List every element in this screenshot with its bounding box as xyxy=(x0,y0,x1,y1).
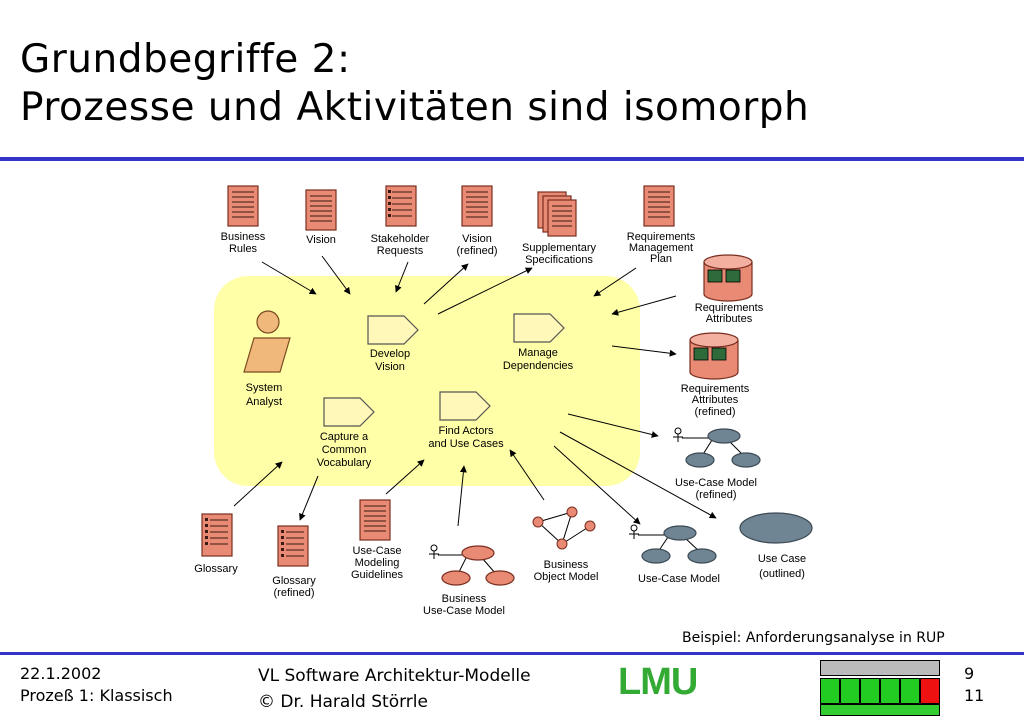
arrow-business-rules xyxy=(261,261,317,295)
business-rules-doc-icon xyxy=(227,185,259,227)
progress-cell xyxy=(820,678,840,704)
footer-author: © Dr. Harald Störrle xyxy=(258,692,428,712)
title-line-1: Grundbegriffe 2: xyxy=(20,37,351,82)
arrow-vision-refined xyxy=(423,263,469,305)
requirements-attributes-db-icon xyxy=(703,254,753,302)
vision-refined-doc-icon xyxy=(461,185,493,227)
lmu-logo: LMU xyxy=(618,661,698,703)
progress-indicator xyxy=(820,660,940,716)
requirements-management-plan-doc-icon xyxy=(643,185,675,227)
footer-course: VL Software Architektur-Modelle xyxy=(258,666,531,686)
arrow-req-mgmt-plan xyxy=(593,267,637,297)
requirements-attributes-refined-db-icon xyxy=(689,332,739,380)
find-actors-activity-icon xyxy=(439,391,491,421)
label-use-case-model: Use-Case Model xyxy=(638,573,720,585)
business-use-case-model-icon xyxy=(429,544,515,586)
page-number: 9 xyxy=(964,664,975,683)
process-region xyxy=(214,276,640,486)
arrow-use-case-model-refined xyxy=(567,413,659,438)
use-case-modeling-guidelines-doc-icon xyxy=(359,499,391,541)
glossary-refined-doc-icon xyxy=(277,525,309,567)
example-caption: Beispiel: Anforderungsanalyse in RUP xyxy=(682,630,945,646)
arrow-vision xyxy=(321,255,351,295)
capture-vocabulary-activity-icon xyxy=(323,397,375,427)
progress-cell xyxy=(880,678,900,704)
label-glossary-refined: Glossary(refined) xyxy=(272,575,316,599)
supplementary-specifications-doc-icon xyxy=(537,191,577,237)
label-glossary: Glossary xyxy=(194,563,238,575)
label-vision: Vision xyxy=(306,234,336,246)
footer-date: 22.1.2002 xyxy=(20,664,102,683)
page-total: 11 xyxy=(964,686,985,705)
progress-cell xyxy=(900,678,920,704)
title-line-2: Prozesse und Aktivitäten sind isomorph xyxy=(20,85,810,130)
stakeholder-requests-doc-icon xyxy=(385,185,417,227)
arrow-use-case-guidelines xyxy=(385,459,425,495)
arrow-req-attributes-refined xyxy=(611,345,677,357)
system-analyst-worker-icon xyxy=(243,310,291,373)
arrow-use-case-model xyxy=(553,445,641,525)
top-divider xyxy=(0,157,1024,161)
slide-title: Grundbegriffe 2: Prozesse und Aktivitäte… xyxy=(20,36,809,132)
progress-cell xyxy=(860,678,880,704)
label-use-case-model-refined: Use-Case Model(refined) xyxy=(675,477,757,501)
develop-vision-activity-icon xyxy=(367,315,419,345)
manage-dependencies-activity-icon xyxy=(513,313,565,343)
label-use-case-outlined: Use Case(outlined) xyxy=(758,553,806,580)
progress-cell xyxy=(840,678,860,704)
footer-left: 22.1.2002 Prozeß 1: Klassisch xyxy=(20,663,173,707)
arrow-stakeholder-requests xyxy=(395,261,409,293)
label-vision-refined: Vision(refined) xyxy=(457,233,498,257)
use-case-model-refined-icon xyxy=(673,427,761,468)
arrow-use-case-outlined xyxy=(559,431,717,519)
footer-page: 9 11 xyxy=(964,663,984,707)
arrow-glossary xyxy=(233,461,283,507)
arrow-req-attributes xyxy=(611,295,677,316)
use-case-outlined-icon xyxy=(739,512,813,544)
vision-doc-icon xyxy=(305,189,337,231)
business-object-model-icon xyxy=(532,506,596,550)
progress-cell xyxy=(920,678,940,704)
arrow-business-use-case-model xyxy=(457,465,467,527)
arrow-supplementary-specs xyxy=(437,267,533,315)
use-case-model-icon xyxy=(629,524,717,564)
arrow-glossary-refined xyxy=(299,475,319,521)
progress-footer-bar xyxy=(820,704,940,716)
arrow-business-object-model xyxy=(509,449,545,501)
glossary-doc-icon xyxy=(201,513,233,557)
footer-section: Prozeß 1: Klassisch xyxy=(20,686,173,705)
progress-header-bar xyxy=(820,660,940,676)
bottom-divider xyxy=(0,652,1024,655)
footer-center: VL Software Architektur-Modelle © Dr. Ha… xyxy=(258,663,531,715)
